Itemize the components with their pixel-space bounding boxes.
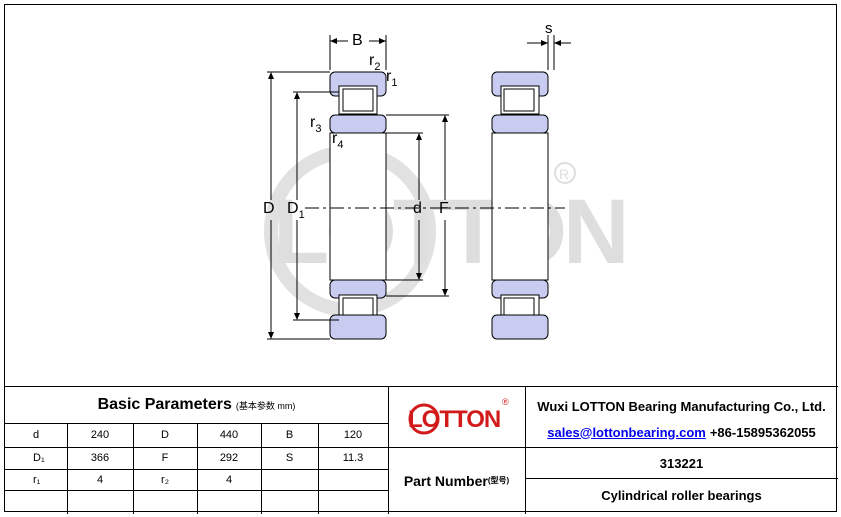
param-key: D₁ [33, 452, 45, 464]
param-key: r₂ [161, 473, 169, 486]
param-value: 11.3 [342, 452, 364, 464]
label-F: F [439, 200, 449, 217]
param-value: 440 [219, 429, 239, 441]
svg-text:LOTTON: LOTTON [408, 406, 500, 433]
part-number-label: Part Number(型号) [403, 472, 510, 489]
param-value: 4 [96, 473, 104, 486]
label-r4: r4 [332, 130, 344, 152]
email-link[interactable]: sales@lottonbearing.com [547, 424, 706, 440]
arrowheads [268, 38, 561, 339]
param-key: F [161, 452, 169, 464]
svg-text:®: ® [502, 397, 509, 407]
label-r1: r1 [386, 68, 398, 90]
param-value: 240 [90, 429, 110, 441]
param-key: S [285, 452, 294, 464]
label-s: s [545, 20, 553, 37]
label-B: B [352, 32, 363, 49]
param-key: d [33, 429, 40, 441]
param-value: 120 [343, 429, 363, 441]
left-bearing [329, 71, 387, 340]
lotton-logo: LOTTON ® [388, 387, 525, 447]
part-number-value: 313221 [659, 455, 704, 471]
datasheet: LOTTON R [4, 4, 838, 514]
contact-line: sales@lottonbearing.com+86-15895362055 [525, 421, 838, 443]
phone-number: +86-15895362055 [709, 424, 816, 440]
basic-parameters-title: Basic Parameters(基本参数 mm) [97, 396, 296, 413]
lotton-logo-mark: LOTTON ® [408, 397, 509, 435]
watermark-logo: LOTTON R [264, 145, 630, 317]
spec-table: Basic Parameters(基本参数 mm) d 240 D 440 B … [5, 386, 838, 514]
bearing-type: Cylindrical roller bearings [601, 487, 762, 503]
bearing-drawing: LOTTON R [5, 5, 838, 386]
svg-text:LOTTON: LOTTON [273, 181, 626, 283]
company-name: Wuxi LOTTON Bearing Manufacturing Co., L… [537, 398, 826, 414]
right-bearing [491, 71, 549, 340]
svg-text:R: R [559, 166, 569, 182]
param-key [261, 469, 318, 490]
param-value [318, 469, 388, 490]
label-r3: r3 [310, 114, 322, 136]
param-key: B [285, 429, 294, 441]
param-value: 4 [225, 473, 233, 486]
label-D1: D1 [287, 200, 305, 222]
dimension-lines [267, 35, 571, 340]
label-r2: r2 [369, 52, 381, 74]
param-value: 366 [90, 452, 110, 464]
label-d: d [413, 200, 422, 217]
label-D: D [263, 200, 275, 217]
param-key: D [161, 429, 169, 441]
param-key: r₁ [33, 473, 41, 486]
param-value: 292 [219, 452, 239, 464]
bearing-cross-section: LOTTON R [264, 35, 630, 340]
